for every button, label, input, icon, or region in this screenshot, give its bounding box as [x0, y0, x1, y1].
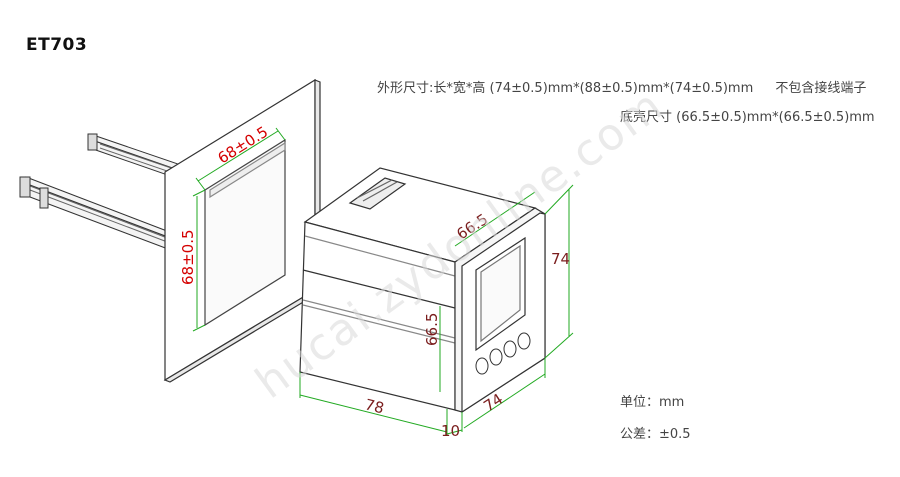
- unit-note: 单位：mm: [620, 395, 685, 410]
- dim-depth: 78: [363, 395, 386, 417]
- tolerance-note: 公差：±0.5: [620, 427, 691, 442]
- base-size-spec: 底壳尺寸 (66.5±0.5)mm*(66.5±0.5)mm: [620, 110, 875, 125]
- outer-size-note: 不包含接线端子: [775, 81, 867, 96]
- meter-buttons: [475, 332, 531, 375]
- meter-body: [299, 167, 546, 414]
- cutout-dimension-lines: [192, 127, 286, 332]
- body-dimension-lines: [299, 184, 574, 436]
- outer-size-text: 外形尺寸:长*宽*高 (74±0.5)mm*(88±0.5)mm*(74±0.5…: [377, 81, 754, 96]
- mounting-clip-bottom: [19, 176, 181, 253]
- dim-front-height: 74: [551, 250, 570, 268]
- meter-button-3: [503, 340, 517, 358]
- dim-base-side: 66.5: [423, 313, 441, 346]
- meter-button-4: [517, 332, 531, 350]
- dim-bezel: 10: [441, 422, 460, 440]
- meter-button-1: [475, 357, 489, 375]
- meter-button-2: [489, 348, 503, 366]
- dim-cutout-height: 68±0.5: [179, 229, 197, 285]
- product-title: ET703: [26, 35, 88, 55]
- panel-plate: [163, 78, 322, 383]
- outer-size-spec: 外形尺寸:长*宽*高 (74±0.5)mm*(88±0.5)mm*(74±0.5…: [377, 77, 866, 96]
